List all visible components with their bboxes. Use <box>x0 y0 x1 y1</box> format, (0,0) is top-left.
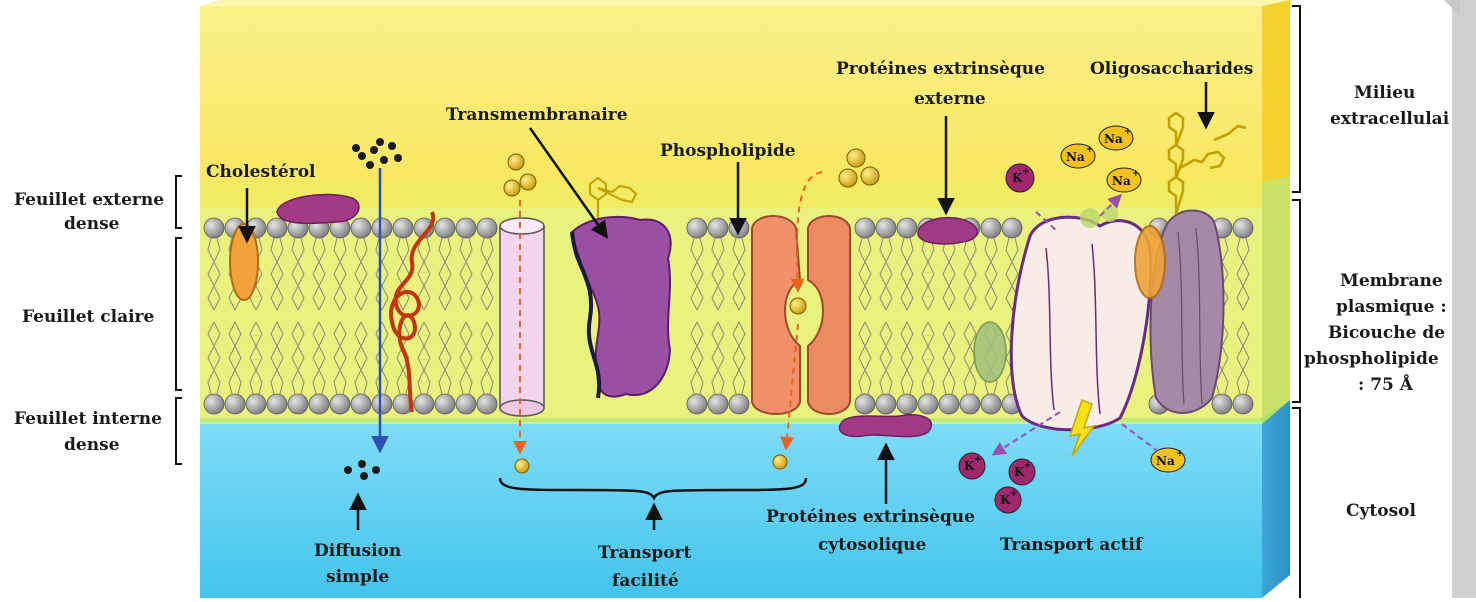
svg-text:+: + <box>974 455 982 465</box>
ion-k-top: K+ <box>1006 164 1034 192</box>
label-membrane-5: : 75 Å <box>1358 373 1414 395</box>
label-oligosaccharides: Oligosaccharides <box>1090 59 1253 79</box>
label-extrinsic-cytosolic-1: Protéines extrinsèque <box>766 507 975 527</box>
svg-text:Na: Na <box>1104 132 1123 146</box>
label-light-layer: Feuillet claire <box>22 307 155 327</box>
label-inner-layer-2: dense <box>64 435 120 455</box>
membrane-outer-band <box>200 182 1262 208</box>
svg-text:+: + <box>1024 461 1032 471</box>
svg-text:Na: Na <box>1112 174 1131 188</box>
cytosol-side <box>1262 400 1290 598</box>
ion-na-3: Na+ <box>1107 168 1141 192</box>
cholesterol-molecule <box>230 224 258 300</box>
extrinsic-protein-cytosolic <box>839 415 931 437</box>
page-corner <box>1444 0 1460 16</box>
label-facilitated-2: facilité <box>612 571 679 591</box>
label-membrane-3: Bicouche de <box>1328 323 1445 343</box>
svg-text:+: + <box>1086 145 1094 155</box>
label-cholesterol: Cholestérol <box>206 162 316 182</box>
ion-k-bottom-1: K+ <box>959 453 985 479</box>
right-brackets <box>1292 6 1300 598</box>
svg-text:+: + <box>1176 449 1184 459</box>
label-transmembrane: Transmembranaire <box>446 105 628 125</box>
extrinsic-protein-external <box>918 218 977 244</box>
label-extrinsic-cytosolic-2: cytosolique <box>818 535 926 555</box>
label-phospholipid: Phospholipide <box>660 141 796 161</box>
extracellular-top-bevel <box>200 0 1292 6</box>
ion-k-bottom-2: K+ <box>1009 459 1035 485</box>
ion-na-bottom: Na+ <box>1151 448 1185 472</box>
svg-text:+: + <box>1010 489 1018 499</box>
label-extrinsic-external-1: Protéines extrinsèque <box>836 59 1045 79</box>
svg-text:+: + <box>1022 167 1030 177</box>
label-extrinsic-external-2: externe <box>914 89 986 109</box>
label-extracellular-1: Milieu <box>1354 83 1415 103</box>
label-cytosol: Cytosol <box>1346 501 1417 521</box>
svg-text:Na: Na <box>1066 150 1085 164</box>
ion-na-2: Na+ <box>1099 126 1133 150</box>
label-active-transport: Transport actif <box>1000 535 1144 555</box>
svg-text:+: + <box>1132 169 1140 179</box>
left-brackets <box>176 176 182 464</box>
page-edge <box>1452 0 1476 598</box>
label-outer-layer-1: Feuillet externe <box>14 190 164 210</box>
channel-solute-bottom <box>515 459 529 473</box>
channel-protein <box>500 218 544 416</box>
ion-na-1: Na+ <box>1061 144 1095 168</box>
cholesterol-right <box>1135 226 1165 298</box>
label-membrane-2: plasmique : <box>1336 297 1447 317</box>
label-extracellular-2: extracellulai <box>1330 109 1450 129</box>
svg-text:Na: Na <box>1156 454 1175 468</box>
label-outer-layer-2: dense <box>64 214 120 234</box>
membrane-side <box>1262 176 1290 424</box>
sodium-potassium-pump <box>1011 206 1150 430</box>
ion-k-bottom-3: K+ <box>995 487 1021 513</box>
label-membrane-4: phospholipide <box>1304 349 1439 369</box>
label-simple-diffusion-2: simple <box>326 567 389 587</box>
pump-anchor-protein <box>974 322 1006 382</box>
label-facilitated-1: Transport <box>598 543 691 563</box>
label-inner-layer-1: Feuillet interne <box>14 409 162 429</box>
label-membrane-1: Membrane <box>1340 271 1443 291</box>
label-simple-diffusion-1: Diffusion <box>314 541 401 561</box>
svg-text:+: + <box>1124 127 1132 137</box>
carrier-solute-bottom <box>773 455 787 469</box>
carrier-solute-inside <box>790 298 806 314</box>
